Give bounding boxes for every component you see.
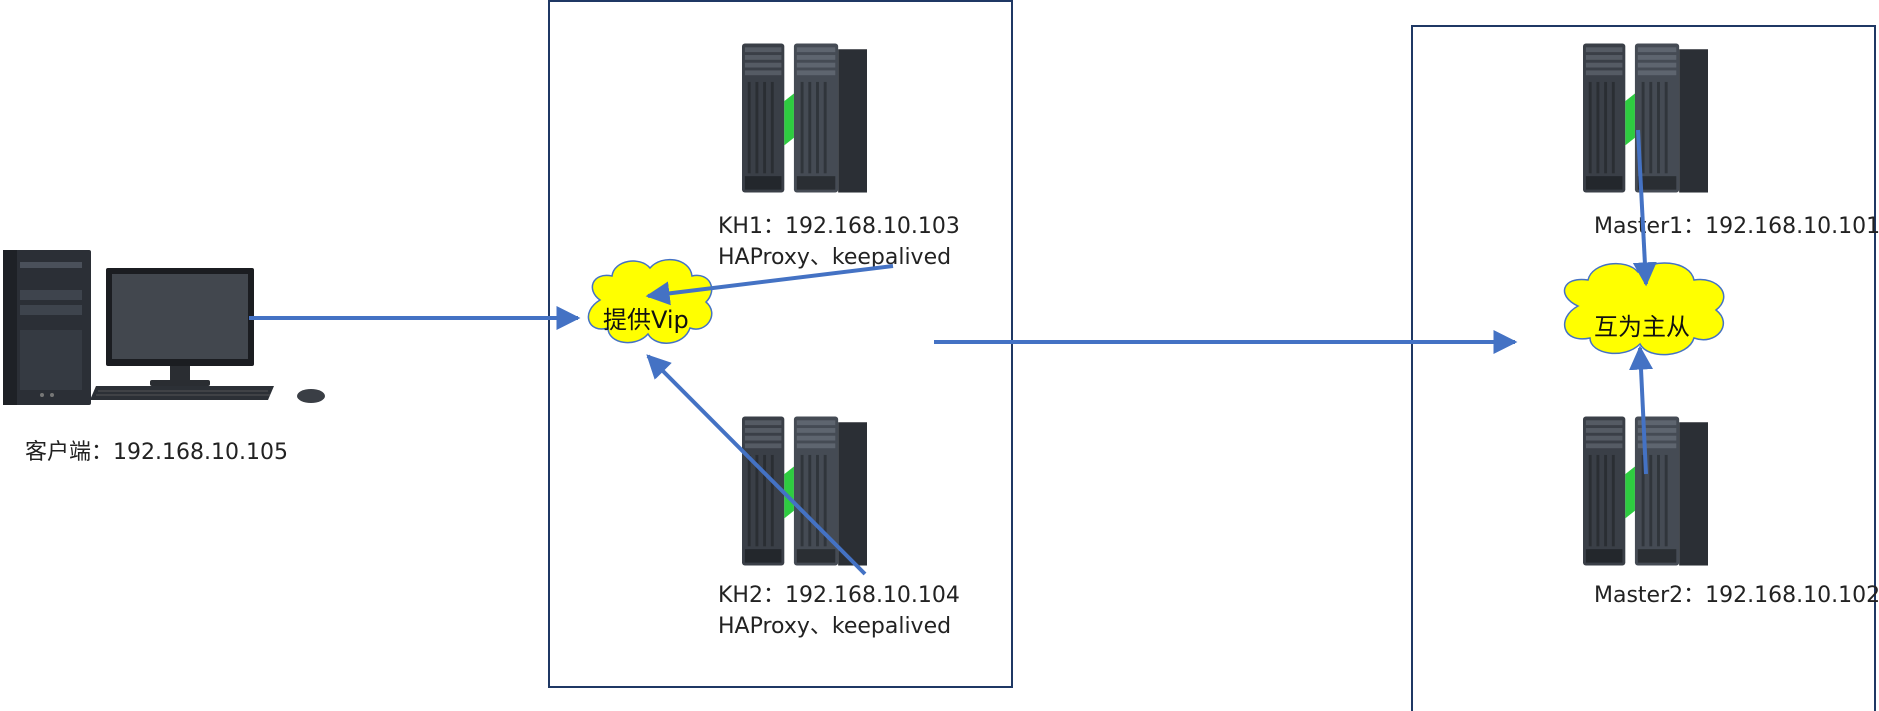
kh2-services: HAProxy、keepalived bbox=[718, 614, 951, 639]
vip-cloud-label: 提供Vip bbox=[603, 306, 689, 334]
replication-cloud-label: 互为主从 bbox=[1594, 313, 1690, 341]
kh1-services: HAProxy、keepalived bbox=[718, 245, 951, 270]
client-computer-icon bbox=[3, 250, 325, 405]
kh1-server-icon bbox=[742, 43, 867, 192]
master2-label: Master2：192.168.10.102 bbox=[1594, 583, 1879, 608]
master1-server-icon bbox=[1583, 43, 1708, 192]
kh2-title: KH2：192.168.10.104 bbox=[718, 583, 960, 608]
client-label: 客户端：192.168.10.105 bbox=[25, 440, 288, 465]
kh2-server-icon bbox=[742, 416, 867, 565]
master1-label: Master1：192.168.10.101 bbox=[1594, 214, 1879, 239]
kh1-title: KH1：192.168.10.103 bbox=[718, 214, 960, 239]
